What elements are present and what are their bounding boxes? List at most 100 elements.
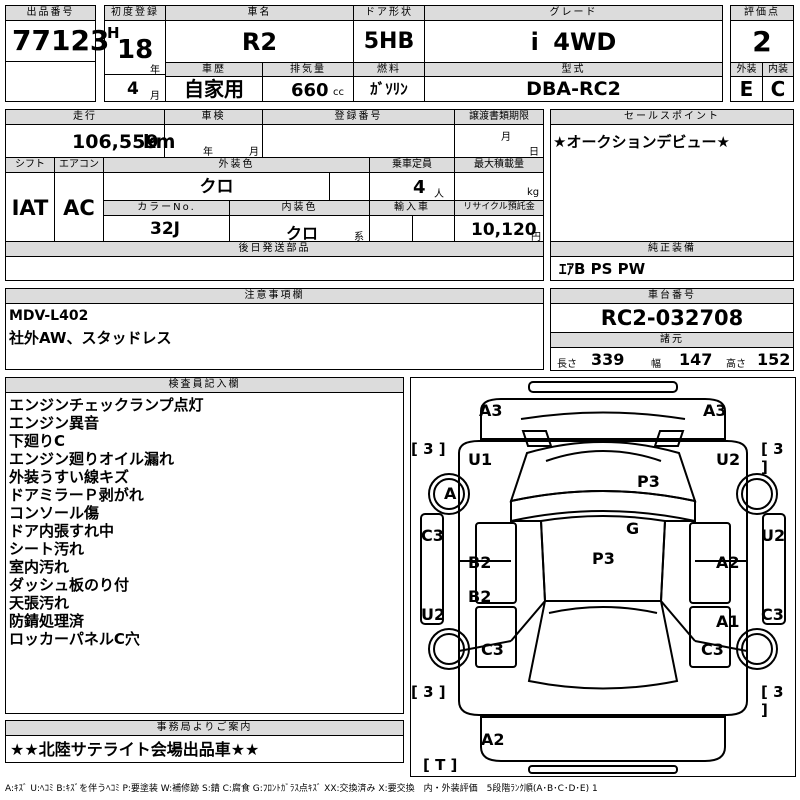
sales-box: ★オークションデビュー★ (550, 124, 794, 242)
car-name: R2 (165, 20, 354, 63)
inspector-item: コンソール傷 (9, 504, 100, 522)
ext-label: 外装 (730, 62, 763, 77)
damage-c3-rear-right: C3 (701, 640, 724, 659)
colorno-label: カラーNo. (103, 200, 230, 216)
fuel: ｶﾞｿﾘﾝ (353, 76, 425, 102)
notes-line2: 社外AW、スタッドレス (9, 329, 172, 347)
year-unit: 年 (150, 65, 160, 76)
displacement: 660 (291, 80, 329, 101)
intcolor-unit: 系 (354, 232, 364, 243)
damage-u1: U1 (468, 450, 493, 469)
inspector-item: ドア内張すれ中 (9, 522, 115, 540)
mileage: 106,559 (72, 131, 159, 153)
height-label: 高さ (726, 359, 746, 370)
height: 152 (757, 350, 791, 369)
insp-year-unit: 年 (203, 147, 213, 158)
door-label: ドア形状 (353, 5, 425, 21)
inspector-item: ドアミラーＰ剥がれ (9, 486, 144, 504)
intcolor-box: クロ 系 (229, 215, 370, 243)
ac-label: エアコン (54, 157, 104, 173)
inspector-item: エンジンチェックランプ点灯 (9, 396, 204, 414)
reg-month: 4 (127, 79, 139, 99)
inspector-item: ダッシュ板のり付 (9, 576, 130, 594)
fuel-label: 燃料 (353, 62, 425, 77)
damage-g: G (626, 519, 640, 538)
transfer-month-unit: 月 (501, 132, 511, 143)
damage-c3-right: C3 (761, 605, 784, 624)
grade: i 4WD (424, 20, 723, 63)
capacity-label: 乗車定員 (369, 157, 455, 173)
lot-label: 出品番号 (5, 5, 96, 21)
damage-u2-top: U2 (716, 450, 741, 469)
mileage-unit: km (143, 131, 176, 153)
name-label: 車名 (165, 5, 354, 21)
tire-rear-left: [ 3 ] (411, 683, 446, 701)
width-label: 幅 (651, 359, 661, 370)
notes-box: MDV-L402 社外AW、スタッドレス (5, 303, 544, 370)
ext-grade: E (730, 76, 763, 102)
damage-b2-rear: B2 (468, 587, 492, 606)
recycle-label: リサイクル預託金 (454, 200, 544, 216)
spare-tire: [ T ] (423, 756, 458, 774)
tire-value: 3 (423, 440, 434, 458)
reg-date-box: H 18 年 (104, 20, 166, 76)
sales-label: セールスポイント (550, 109, 794, 125)
damage-u2-right: U2 (761, 526, 786, 545)
month-unit: 月 (150, 91, 160, 102)
transfer-day-unit: 日 (529, 147, 539, 158)
damage-a2: A2 (716, 553, 740, 572)
damage-p3-body: P3 (592, 549, 615, 568)
office-text: ★★北陸サテライト会場出品車★★ (5, 735, 404, 763)
chassis-label: 車台番号 (550, 288, 794, 304)
score: 2 (730, 20, 794, 63)
inspection-label: 車検 (164, 109, 263, 125)
disp-unit: cc (333, 87, 344, 98)
office-label: 事務局よりご案内 (5, 720, 404, 736)
import-box2 (412, 215, 455, 242)
mileage-label: 走行 (5, 109, 165, 125)
regno-box (262, 124, 455, 158)
history-label: 車歴 (165, 62, 263, 77)
length-label: 長さ (557, 359, 577, 370)
car-outline (420, 381, 786, 774)
capacity: 4 (413, 177, 426, 198)
load-box: kg (454, 172, 544, 201)
import-label: 輸入車 (369, 200, 455, 216)
tire-value: 3 (773, 683, 784, 701)
history: 自家用 (165, 76, 263, 102)
tire-front-left: [ 3 ] (411, 440, 446, 458)
capacity-box: 4 人 (369, 172, 455, 201)
reg-label: 初度登録 (104, 5, 166, 21)
equip-label: 純正装備 (550, 241, 794, 257)
tire-rear-right: [ 3 ] (761, 683, 784, 719)
inspector-item: 下廻りC (9, 432, 66, 450)
spare-value: T (435, 756, 446, 774)
shift-label: シフト (5, 157, 55, 173)
damage-a3-right: A3 (703, 401, 727, 420)
inspector-item: シート汚れ (9, 540, 85, 558)
color-number: 32J (103, 215, 230, 242)
notes-line1: MDV-L402 (9, 308, 89, 324)
mileage-box: 106,559 km (5, 124, 175, 158)
disp-label: 排気量 (262, 62, 354, 77)
intcolor-label: 内装色 (229, 200, 370, 216)
damage-diagram: [ 3 ] [ 3 ] [ 3 ] [ 3 ] [ T ] A3 A3 U1 U… (410, 377, 796, 777)
door-type: 5HB (353, 20, 425, 63)
damage-u2-left: U2 (421, 605, 446, 624)
inspector-item: エンジン異音 (9, 414, 100, 432)
era: H (107, 24, 120, 42)
tire-front-right: [ 3 ] (761, 440, 784, 476)
tire-value: 3 (773, 440, 784, 458)
model-code: DBA-RC2 (424, 76, 723, 102)
damage-a-wheel: A (444, 484, 457, 503)
load-label: 最大積載量 (454, 157, 544, 173)
transfer-label: 譲渡書類期限 (454, 109, 544, 125)
length: 339 (591, 350, 625, 369)
inspector-item: 外装うすい線キズ (9, 468, 130, 486)
transfer-box: 月 日 (454, 124, 544, 158)
damage-a2-rear: A2 (481, 730, 505, 749)
disp-box: 660 cc (262, 76, 354, 102)
lot-blank (5, 61, 96, 102)
shift: IAT (5, 172, 55, 242)
load-unit: kg (527, 187, 540, 198)
